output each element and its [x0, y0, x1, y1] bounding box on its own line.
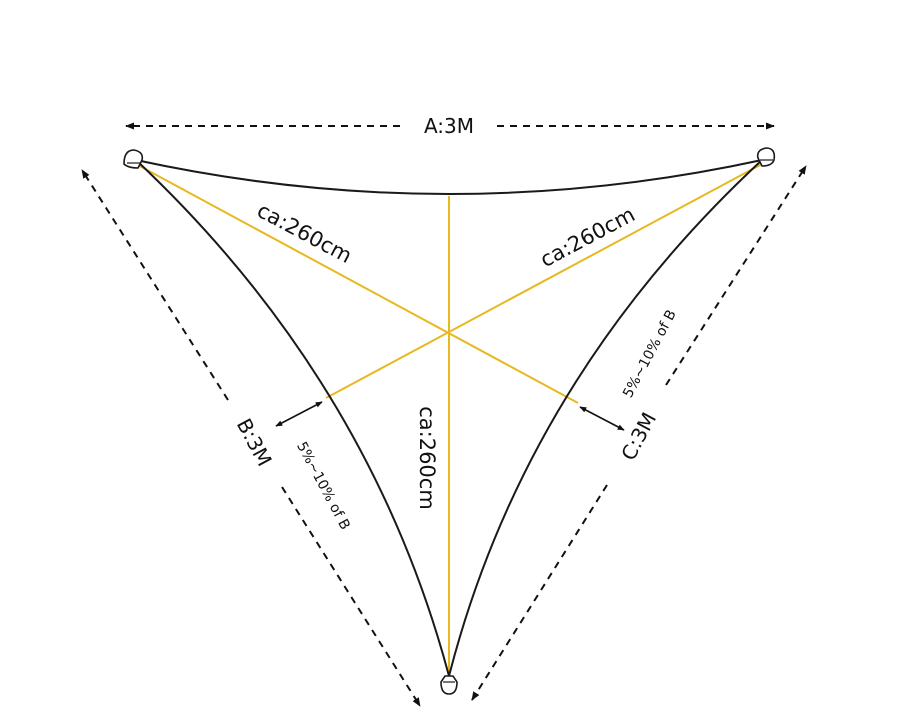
- dimension-b-upper: [81, 169, 229, 401]
- label-diagonal-vertical: ca:260cm: [415, 406, 439, 510]
- label-side-a: A:3M: [424, 114, 474, 138]
- sail-edge-left: [135, 159, 450, 677]
- sag-arrow-left: [275, 401, 323, 427]
- label-diagonal-left: ca:260cm: [253, 198, 356, 268]
- corner-ring-bottom: [440, 675, 458, 695]
- label-side-c: C:3M: [616, 408, 661, 464]
- diagonal-right: [325, 163, 763, 399]
- label-side-b: B:3M: [232, 414, 277, 470]
- corner-ring-top-left: [123, 149, 144, 169]
- dimension-c-lower: [471, 484, 608, 701]
- sail-edge-top: [135, 159, 763, 195]
- dimension-b-lower: [281, 486, 421, 707]
- diagonal-left: [135, 163, 579, 404]
- label-sag-left: 5%~10% of B: [293, 439, 353, 532]
- sail-edge-right: [448, 159, 763, 677]
- label-sag-right: 5%~10% of B: [620, 307, 680, 400]
- sag-arrow-right: [579, 406, 625, 431]
- label-diagonal-right: ca:260cm: [536, 202, 639, 272]
- corner-ring-top-right: [756, 147, 776, 167]
- dimension-c-upper: [665, 165, 807, 386]
